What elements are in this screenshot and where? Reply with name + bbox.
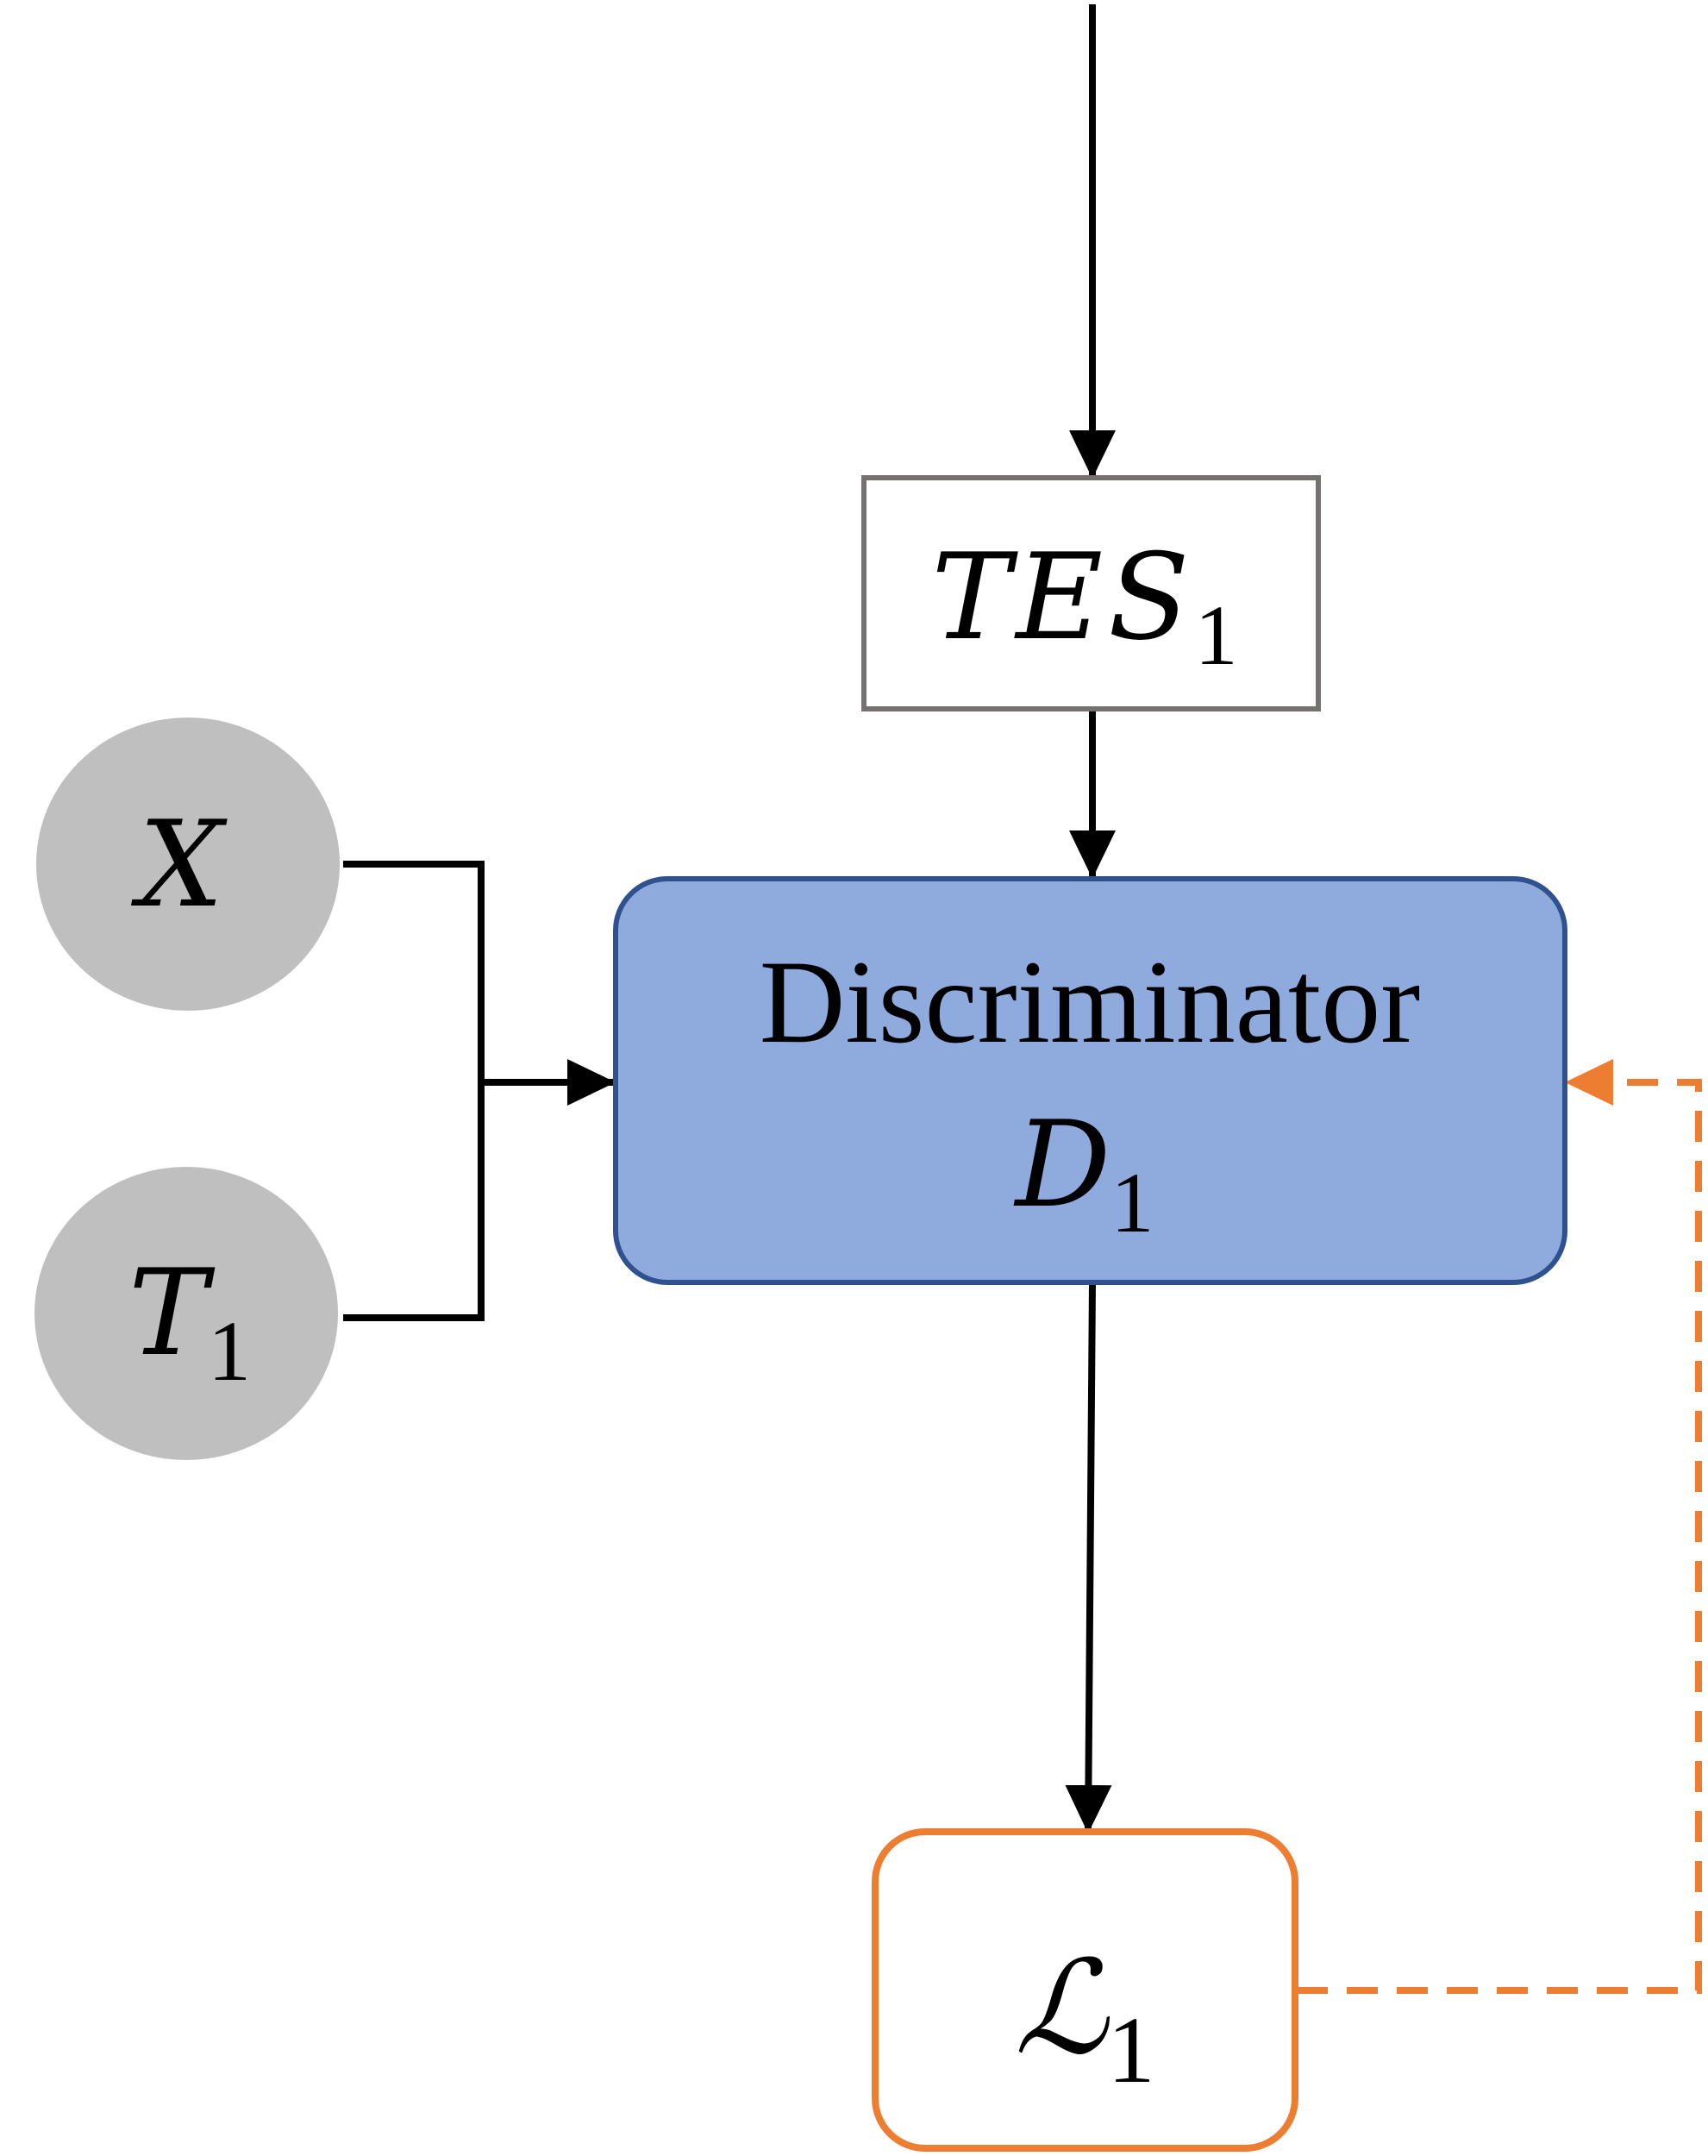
discriminator-box: Discriminator D1: [613, 876, 1567, 1285]
tes-box: TES1: [861, 475, 1321, 711]
connector-t-to-junction: [343, 1082, 485, 1321]
loss-label-subscript: 1: [1108, 1997, 1155, 2103]
input-t-label-subscript: 1: [208, 1303, 251, 1399]
discriminator-symbol-subscript: 1: [1111, 1155, 1154, 1250]
discriminator-box-frame: [613, 876, 1567, 1285]
input-x-label: X: [131, 795, 228, 934]
input-t-node: T1: [34, 1167, 338, 1460]
input-t-circle: [34, 1167, 338, 1460]
tes-label-main: TES: [931, 528, 1194, 667]
input-t-label-main: T: [128, 1244, 216, 1382]
feedback-arrow-loss-to-discriminator: [1297, 1059, 1702, 1994]
discriminator-title: Discriminator: [760, 936, 1420, 1068]
loss-box-frame: [872, 1828, 1298, 2152]
input-x-circle: [36, 718, 340, 1011]
tes-box-frame: [861, 475, 1321, 711]
input-t-label: T1: [128, 1244, 251, 1399]
tes-label: TES1: [931, 528, 1237, 683]
loss-label-main: ℒ: [1014, 1934, 1110, 2084]
tes-label-subscript: 1: [1195, 587, 1238, 683]
loss-label: ℒ1: [1014, 1934, 1154, 2103]
arrow-discriminator-to-loss: [1065, 1282, 1112, 1833]
discriminator-symbol-main: D: [1013, 1095, 1111, 1234]
discriminator-symbol: D1: [1013, 1095, 1154, 1250]
connector-x-to-junction: [343, 861, 485, 1082]
input-x-node: X: [36, 718, 340, 1011]
loss-box: ℒ1: [872, 1828, 1298, 2152]
